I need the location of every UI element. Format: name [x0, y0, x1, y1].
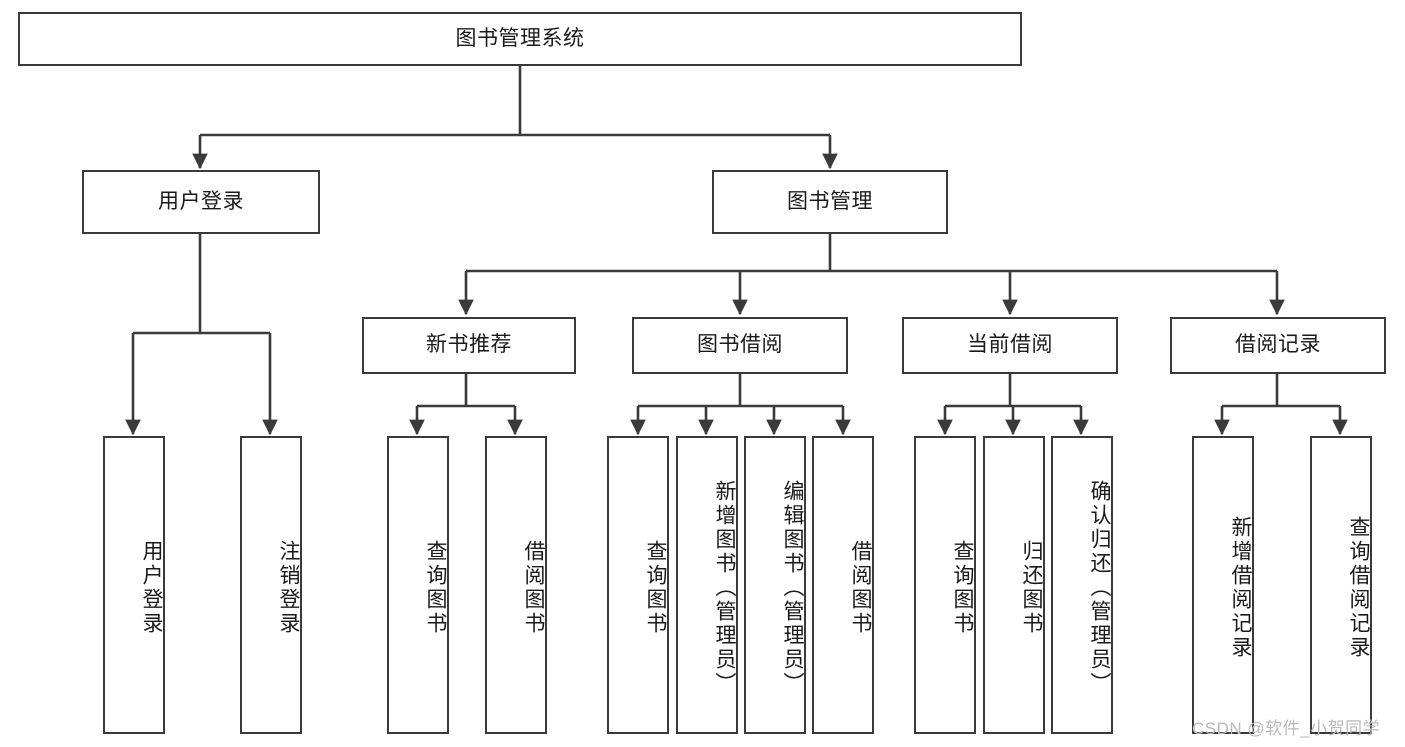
watermark-text: CSDN @软件_小贺同学: [1192, 719, 1381, 738]
node-leaf-query-book-cur-label: 查询图书: [951, 540, 974, 636]
node-current-borrow[interactable]: 当前借阅: [902, 317, 1118, 374]
node-borrow-record-label: 借阅记录: [1235, 333, 1321, 357]
node-borrow-record[interactable]: 借阅记录: [1170, 317, 1386, 374]
node-root-label: 图书管理系统: [455, 26, 585, 50]
node-leaf-edit-book[interactable]: 编辑图书（管理员）: [744, 436, 806, 734]
node-leaf-borrow-book-rec[interactable]: 借阅图书: [485, 436, 547, 734]
node-leaf-borrow-book[interactable]: 借阅图书: [812, 436, 874, 734]
node-leaf-return-book-label: 归还图书: [1020, 540, 1043, 636]
node-leaf-user-login[interactable]: 用户登录: [103, 436, 165, 734]
node-leaf-borrow-book-rec-label: 借阅图书: [522, 540, 545, 636]
node-new-book-rec-label: 新书推荐: [426, 333, 512, 357]
node-user-login-label: 用户登录: [158, 189, 244, 213]
node-leaf-add-book-label: 新增图书（管理员）: [713, 480, 736, 696]
node-book-borrow-label: 图书借阅: [697, 333, 783, 357]
node-user-login[interactable]: 用户登录: [82, 170, 320, 234]
node-leaf-return-book[interactable]: 归还图书: [983, 436, 1045, 734]
node-leaf-borrow-book-label: 借阅图书: [849, 540, 872, 636]
node-leaf-query-record[interactable]: 查询借阅记录: [1310, 436, 1372, 734]
node-leaf-edit-book-label: 编辑图书（管理员）: [781, 480, 804, 696]
node-book-manage-label: 图书管理: [787, 189, 873, 213]
node-leaf-query-book-borrow[interactable]: 查询图书: [607, 436, 669, 734]
node-leaf-confirm-return[interactable]: 确认归还（管理员）: [1051, 436, 1113, 734]
node-leaf-confirm-return-label: 确认归还（管理员）: [1088, 480, 1111, 696]
node-new-book-rec[interactable]: 新书推荐: [362, 317, 576, 374]
node-leaf-query-book-rec[interactable]: 查询图书: [387, 436, 449, 734]
node-leaf-query-book-rec-label: 查询图书: [424, 540, 447, 636]
node-leaf-query-record-label: 查询借阅记录: [1347, 516, 1370, 660]
node-root[interactable]: 图书管理系统: [18, 12, 1022, 66]
node-leaf-query-book-cur[interactable]: 查询图书: [914, 436, 976, 734]
node-leaf-user-logout-label: 注销登录: [277, 540, 300, 636]
node-leaf-query-book-borrow-label: 查询图书: [644, 540, 667, 636]
node-leaf-add-record-label: 新增借阅记录: [1229, 516, 1252, 660]
node-book-manage[interactable]: 图书管理: [712, 170, 948, 234]
node-current-borrow-label: 当前借阅: [967, 333, 1053, 357]
node-leaf-add-book[interactable]: 新增图书（管理员）: [676, 436, 738, 734]
node-leaf-add-record[interactable]: 新增借阅记录: [1192, 436, 1254, 734]
node-leaf-user-login-label: 用户登录: [140, 540, 163, 636]
node-book-borrow[interactable]: 图书借阅: [632, 317, 848, 374]
node-leaf-user-logout[interactable]: 注销登录: [240, 436, 302, 734]
